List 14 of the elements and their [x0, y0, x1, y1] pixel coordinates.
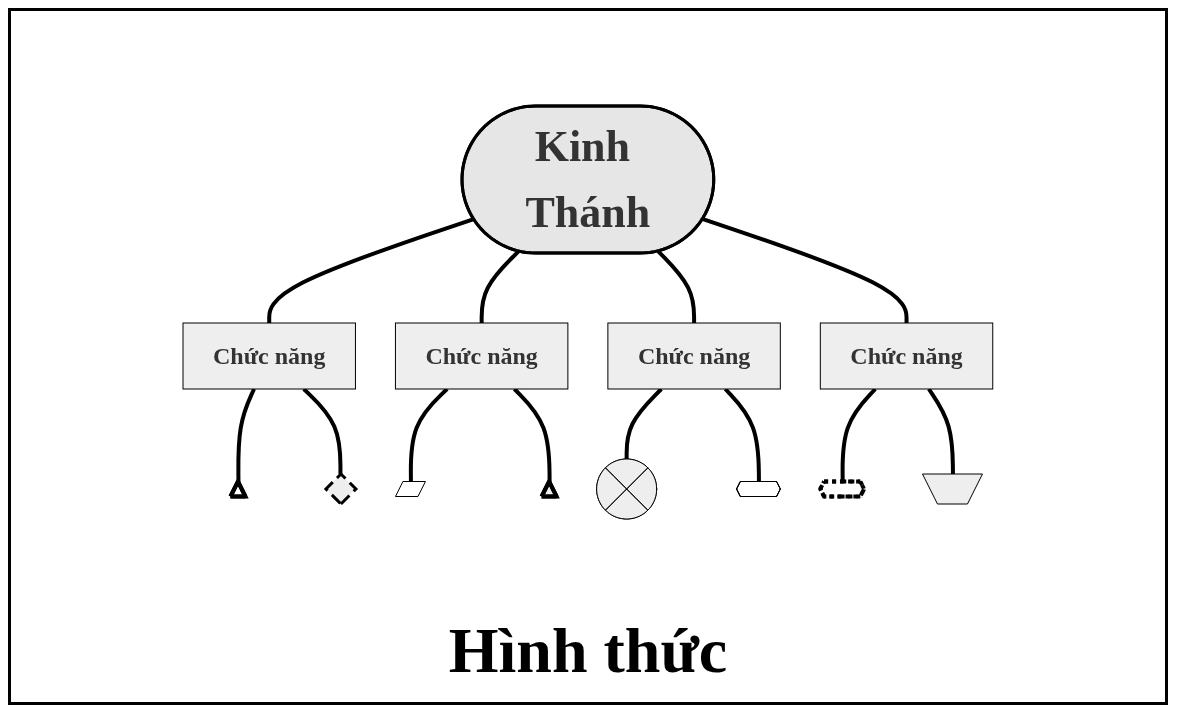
node-box — [607, 322, 781, 390]
node-box — [819, 322, 994, 390]
diagram-frame: Kinh Thánh Chức năng Chức năng Chức năng Chức năng Hình thức — [8, 8, 1168, 705]
connector — [267, 217, 475, 323]
connector — [656, 249, 697, 323]
node-diamond — [323, 471, 359, 507]
node-parallelogram — [395, 481, 427, 497]
connector — [702, 217, 909, 323]
caption-text: Hình thức — [448, 614, 728, 688]
node-box — [395, 322, 569, 390]
connector — [236, 388, 256, 482]
node-trapezoid — [922, 473, 984, 505]
connector — [479, 249, 521, 323]
node-box — [182, 322, 357, 390]
